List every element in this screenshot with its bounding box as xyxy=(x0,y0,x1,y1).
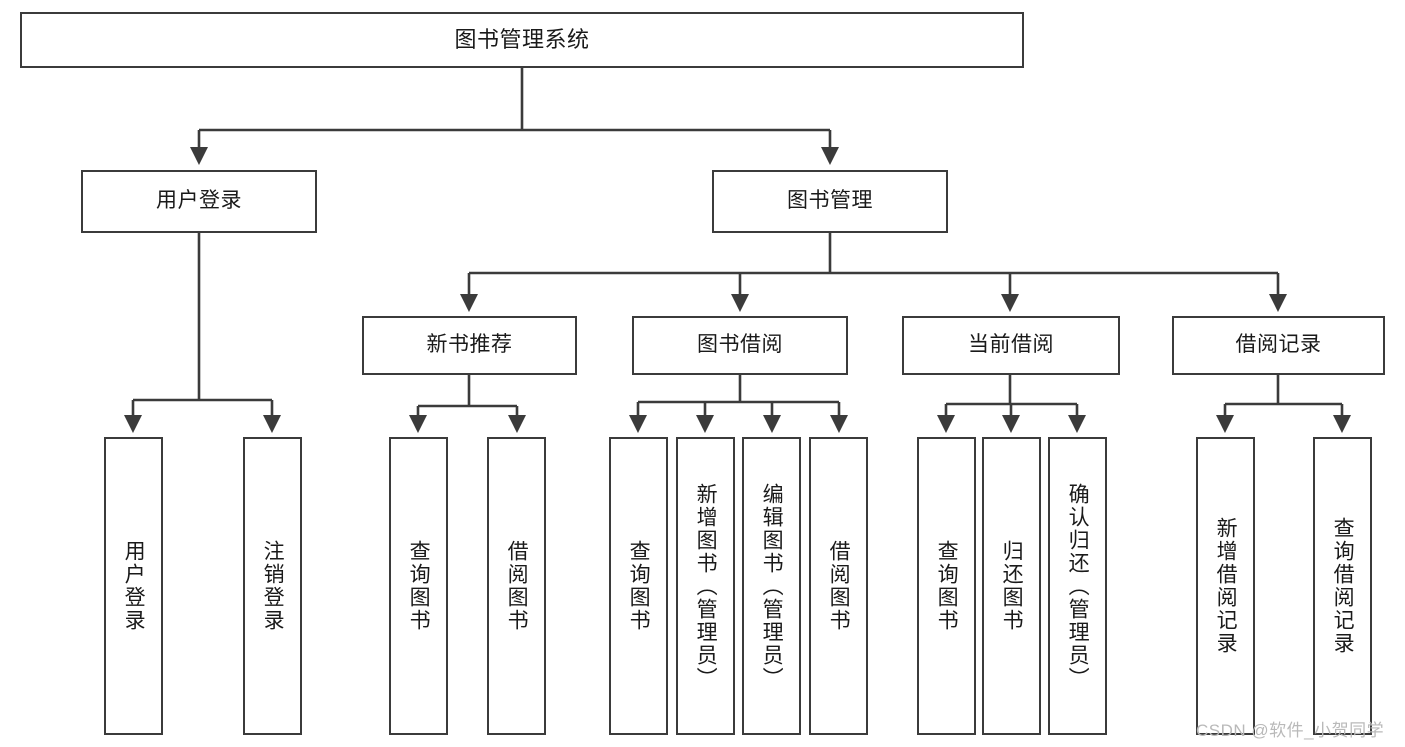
leaf-label: 确认归还（管理员） xyxy=(1066,482,1090,690)
leaf-book-borrow-query[interactable]: 查询图书 xyxy=(609,437,668,735)
node-book-borrow[interactable]: 图书借阅 xyxy=(632,316,848,375)
node-user-login[interactable]: 用户登录 xyxy=(81,170,317,233)
node-label: 借阅记录 xyxy=(1235,333,1322,357)
leaf-borrow-record-query[interactable]: 查询借阅记录 xyxy=(1313,437,1372,735)
leaf-label: 查询图书 xyxy=(407,540,431,632)
leaf-label: 注销登录 xyxy=(261,540,285,632)
leaf-borrow-record-add[interactable]: 新增借阅记录 xyxy=(1196,437,1255,735)
node-new-book-recommend[interactable]: 新书推荐 xyxy=(362,316,577,375)
leaf-book-borrow-borrow[interactable]: 借阅图书 xyxy=(809,437,868,735)
leaf-label: 查询借阅记录 xyxy=(1331,517,1355,655)
leaf-current-borrow-confirm-return[interactable]: 确认归还（管理员） xyxy=(1048,437,1107,735)
leaf-label: 编辑图书（管理员） xyxy=(760,482,784,690)
leaf-user-login-logout[interactable]: 注销登录 xyxy=(243,437,302,735)
node-label: 当前借阅 xyxy=(968,333,1054,357)
node-label: 图书管理 xyxy=(787,189,873,213)
leaf-book-borrow-edit[interactable]: 编辑图书（管理员） xyxy=(742,437,801,735)
leaf-current-borrow-return[interactable]: 归还图书 xyxy=(982,437,1041,735)
leaf-user-login-login[interactable]: 用户登录 xyxy=(104,437,163,735)
node-label: 图书管理系统 xyxy=(454,27,590,53)
leaf-book-borrow-add[interactable]: 新增图书（管理员） xyxy=(676,437,735,735)
leaf-label: 新增借阅记录 xyxy=(1214,517,1238,655)
leaf-new-book-query[interactable]: 查询图书 xyxy=(389,437,448,735)
leaf-current-borrow-query[interactable]: 查询图书 xyxy=(917,437,976,735)
node-root-book-management-system[interactable]: 图书管理系统 xyxy=(20,12,1024,68)
leaf-label: 用户登录 xyxy=(122,540,146,632)
node-book-management[interactable]: 图书管理 xyxy=(712,170,948,233)
leaf-label: 归还图书 xyxy=(1000,540,1024,632)
csdn-watermark: CSDN @软件_小贺同学 xyxy=(1196,721,1385,740)
leaf-label: 新增图书（管理员） xyxy=(694,482,718,690)
leaf-label: 查询图书 xyxy=(627,540,651,632)
node-borrow-record[interactable]: 借阅记录 xyxy=(1172,316,1385,375)
node-current-borrow[interactable]: 当前借阅 xyxy=(902,316,1120,375)
leaf-label: 借阅图书 xyxy=(827,540,851,632)
leaf-label: 查询图书 xyxy=(935,540,959,632)
node-label: 用户登录 xyxy=(156,189,242,213)
leaf-label: 借阅图书 xyxy=(505,540,529,632)
node-label: 新书推荐 xyxy=(426,333,513,357)
leaf-new-book-borrow[interactable]: 借阅图书 xyxy=(487,437,546,735)
node-label: 图书借阅 xyxy=(697,333,783,357)
